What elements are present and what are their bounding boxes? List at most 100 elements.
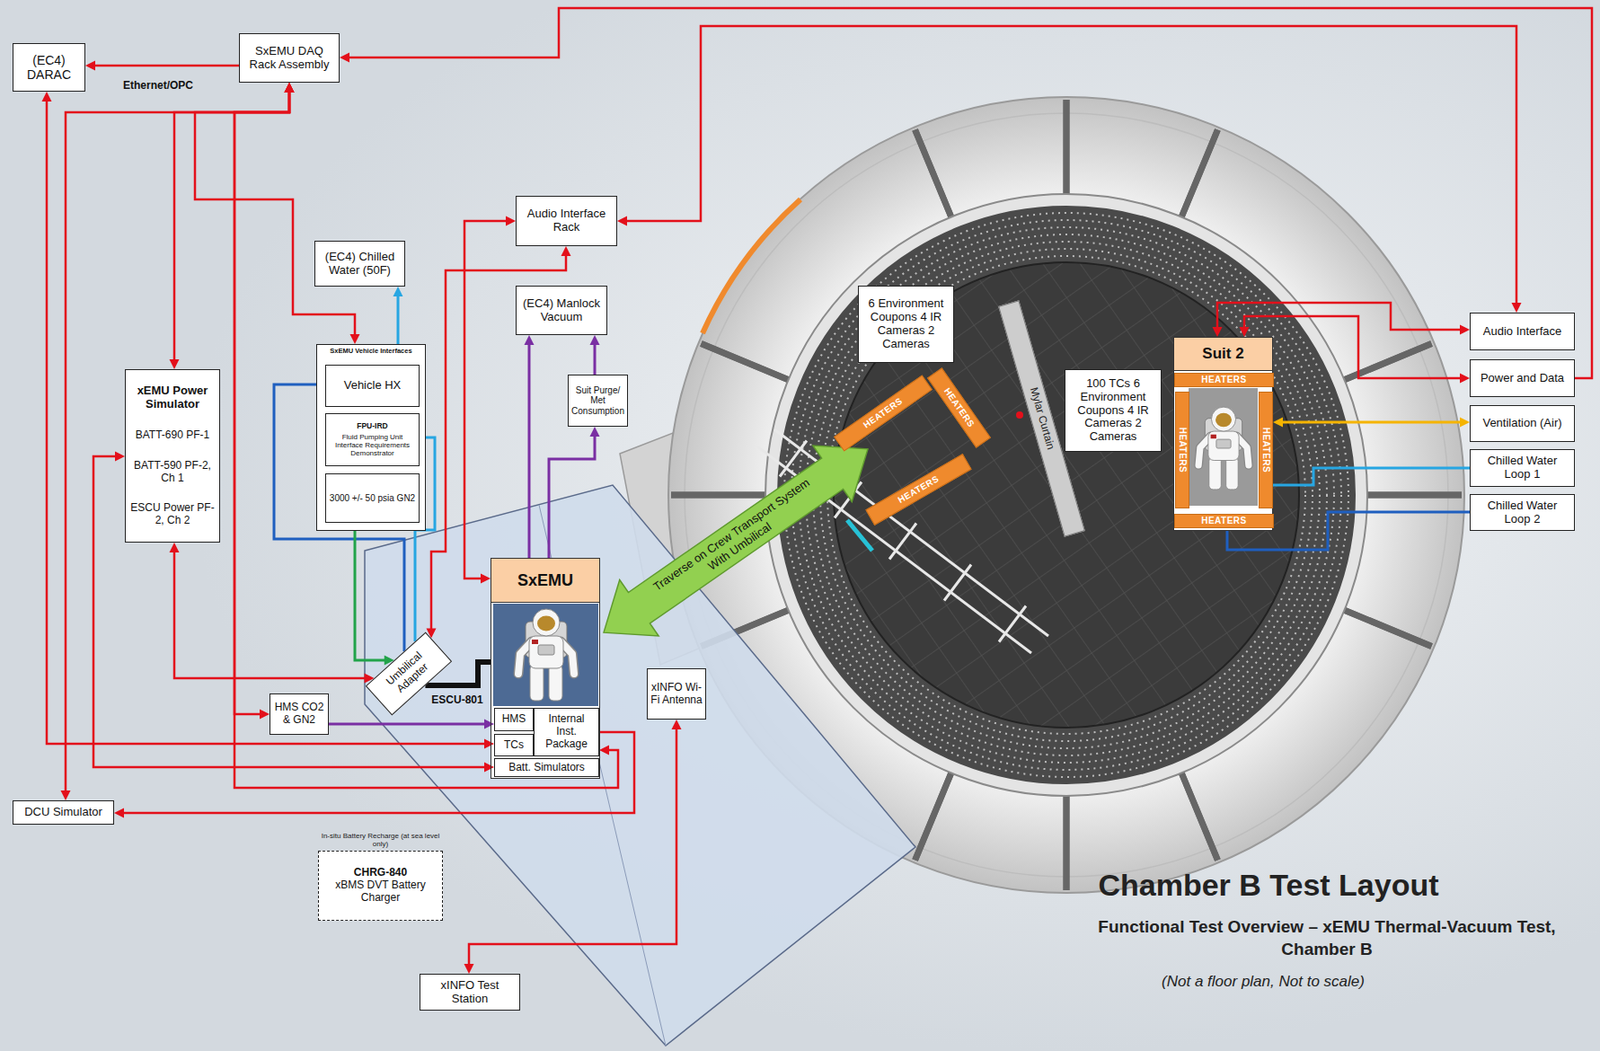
node-text: Fluid Pumping Unit Interface Requirement…	[328, 433, 416, 459]
node-text: Ventilation (Air)	[1482, 416, 1562, 431]
process-box: SxEMU DAQ Rack Assembly	[238, 33, 340, 83]
connector	[524, 335, 535, 558]
process-box: Audio Interface	[1469, 312, 1575, 351]
node-text: Chilled Water Loop 1	[1473, 454, 1572, 482]
process-box: Chilled Water Loop 1	[1469, 449, 1575, 487]
dashed-border: CHRG-840xBMS DVT Battery Charger	[318, 850, 443, 921]
node-text: HEATERS	[1176, 427, 1188, 474]
node-text: DCU Simulator	[24, 805, 103, 820]
arrowhead	[505, 216, 516, 227]
process-box: Batt. Simulators	[494, 758, 600, 778]
arrowhead	[561, 246, 572, 257]
suit-panel: Suit 2HEATERSHEATERSHEATERSHEATERS	[1173, 336, 1273, 531]
process-box: FPU-IRDFluid Pumping Unit Interface Requ…	[325, 413, 420, 467]
node-text: HMS CO2 & GN2	[273, 701, 326, 727]
arrowhead	[1239, 327, 1250, 337]
arrowhead	[484, 719, 495, 730]
connector-line	[468, 724, 677, 969]
node-text: 100 TCs 6 Environment Coupons 4 IR Camer…	[1068, 377, 1159, 445]
connector-line	[1272, 468, 1470, 486]
heater-band: HEATERS	[865, 453, 972, 526]
node-text: Mylar Curtain	[1026, 386, 1057, 451]
node-text: HEATERS	[896, 473, 942, 505]
node-text: BATT-690 PF-1	[135, 429, 210, 442]
arrowhead	[1459, 325, 1470, 336]
process-box: xINFO Wi-Fi Antenna	[646, 668, 707, 720]
connector-line	[65, 88, 290, 796]
arrowhead	[590, 335, 601, 345]
connector	[85, 61, 239, 71]
arrowhead	[114, 808, 124, 819]
charger-box: In-situ Battery Recharge (at sea level o…	[318, 831, 443, 921]
heater-band: HEATERS	[1174, 513, 1274, 529]
connector	[354, 522, 395, 666]
connector	[234, 82, 619, 788]
arrowhead	[1212, 327, 1223, 337]
process-box: Vehicle HX	[325, 364, 420, 407]
connector-line	[328, 723, 489, 726]
connector-line	[593, 340, 597, 375]
process-box: TCs	[494, 733, 534, 757]
arrowhead	[114, 451, 125, 462]
connector-line	[174, 88, 290, 364]
node-text: SxEMU Vehicle Interfaces	[329, 347, 412, 356]
connector	[1272, 468, 1470, 486]
process-box: 3000 +/- 50 psia GN2	[325, 473, 420, 523]
node-text: HEATERS	[941, 386, 976, 430]
process-box: (EC4) Manlock Vacuum	[515, 285, 608, 336]
edge-label: ESCU-801	[422, 693, 493, 707]
connector-line	[397, 291, 400, 345]
node-text: SxEMU DAQ Rack Assembly	[242, 44, 336, 72]
node-text: Vehicle HX	[344, 379, 402, 393]
node-text: 6 Environment Coupons 4 IR Cameras 2 Cam…	[861, 297, 951, 352]
process-box: 6 Environment Coupons 4 IR Cameras 2 Cam…	[857, 285, 955, 363]
connector	[169, 82, 295, 370]
process-box: Ventilation (Air)	[1469, 405, 1575, 442]
heater-band: HEATERS	[1258, 391, 1273, 509]
connector	[42, 91, 496, 750]
arrowhead	[1459, 417, 1470, 428]
arrowhead	[339, 53, 350, 63]
process-box: Suit Purge/ Met Consumption	[567, 374, 628, 427]
node-text: (EC4) Manlock Vacuum	[519, 297, 604, 325]
arrowhead	[393, 286, 404, 297]
node-text: FPU-IRD	[356, 422, 388, 432]
node-text: BATT-590 PF-2, Ch 1	[128, 459, 217, 486]
connector	[393, 286, 404, 345]
node-text: HEATERS	[861, 396, 905, 431]
arrowhead	[484, 739, 495, 750]
node-text: TCs	[503, 739, 524, 752]
connector-line	[46, 97, 489, 744]
connector	[1272, 417, 1470, 428]
connector-line	[548, 432, 595, 558]
node-text: HEATERS	[1260, 427, 1272, 474]
node-text: xEMU Power Simulator	[128, 384, 217, 412]
edge-label: Ethernet/OPC	[120, 79, 196, 92]
connector	[1212, 302, 1471, 337]
connector-line	[464, 220, 511, 579]
arrowhead	[464, 963, 475, 974]
arrowhead	[61, 790, 71, 801]
heater-band: HEATERS	[833, 374, 933, 451]
connector-line	[174, 548, 370, 679]
heater-band: HEATERS	[1175, 391, 1190, 509]
process-box: (EC4) DARAC	[12, 43, 86, 92]
heater-band: HEATERS	[927, 367, 991, 448]
arrowhead	[85, 61, 96, 71]
arrowhead	[671, 719, 682, 730]
process-box: (EC4) Chilled Water (50F)	[314, 240, 406, 287]
suit-panel: SxEMUHMSTCsInternal Inst. PackageBatt. S…	[490, 557, 601, 779]
arrowhead	[590, 426, 601, 437]
process-box: DCU Simulator	[12, 800, 115, 825]
connector-line	[528, 340, 531, 558]
connector	[590, 335, 601, 375]
diagram-caption: Functional Test Overview – xEMU Thermal-…	[1084, 916, 1570, 961]
arrowhead	[524, 335, 535, 345]
arrowhead	[1511, 302, 1522, 313]
arrowhead	[169, 542, 180, 553]
arrowhead	[350, 334, 361, 345]
node-text: SxEMU	[491, 558, 600, 603]
node-text: Batt. Simulators	[508, 761, 585, 775]
node-text: Internal Inst. Package	[537, 713, 596, 751]
